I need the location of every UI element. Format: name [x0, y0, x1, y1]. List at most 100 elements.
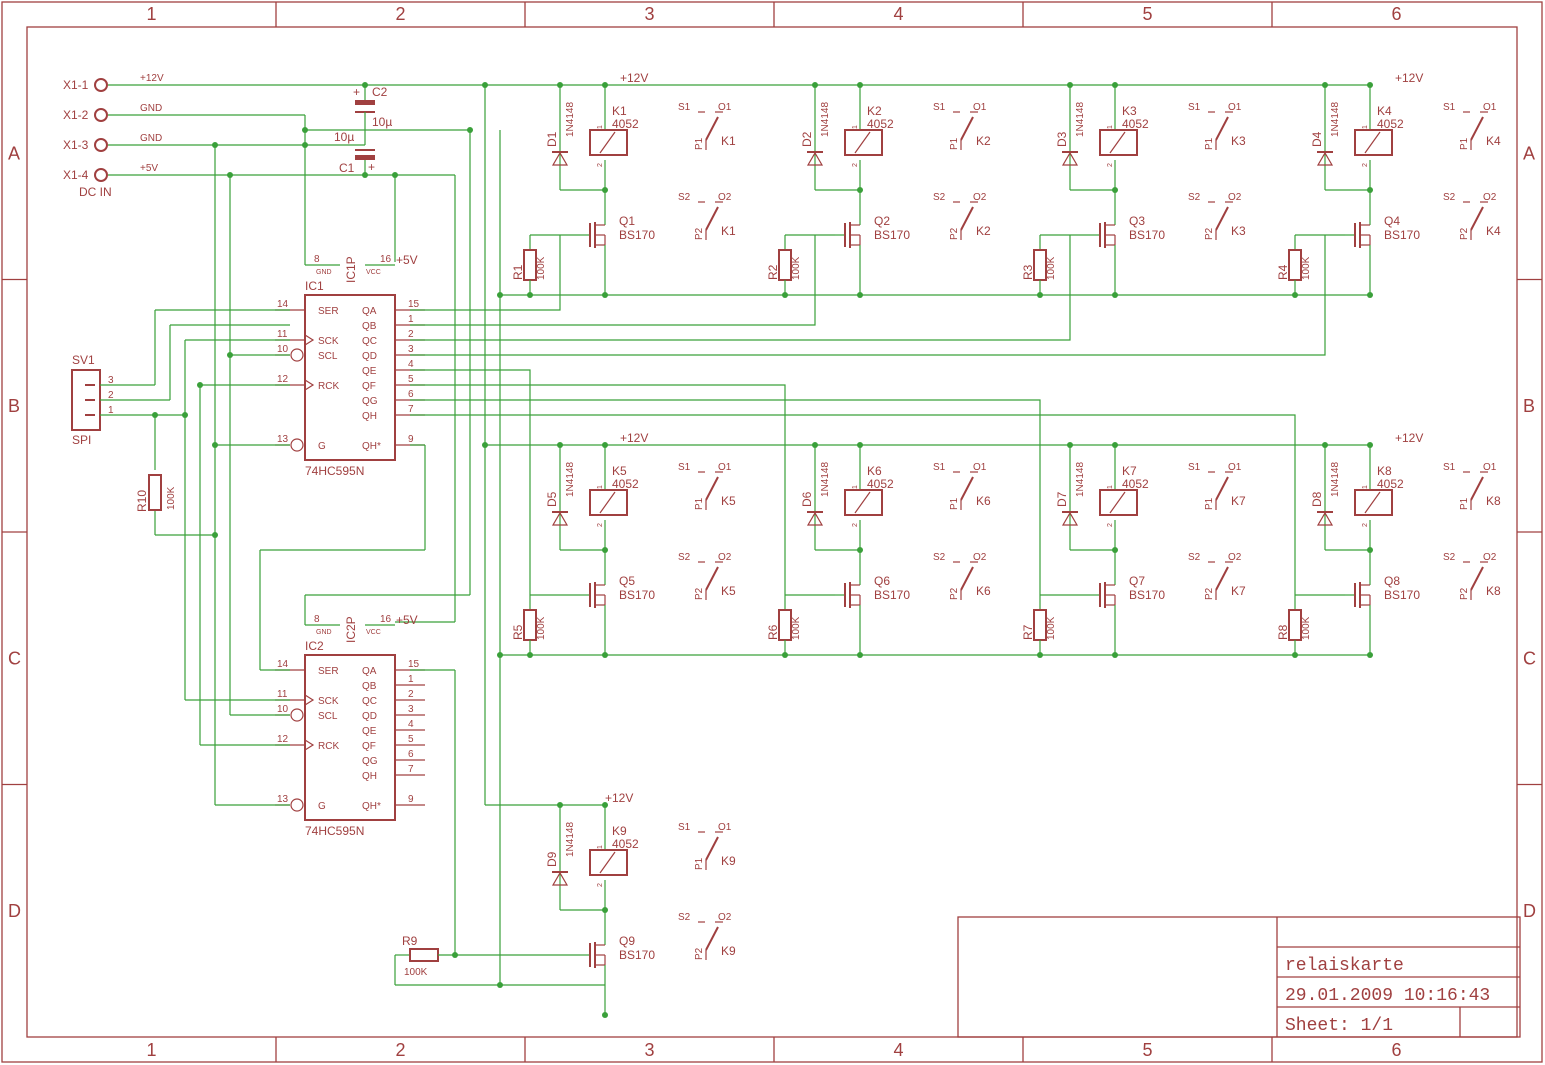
sr-pin-label: G: [318, 441, 326, 452]
contact-relay-label: K7: [1231, 584, 1246, 598]
contact-s-label: S1: [1188, 462, 1201, 473]
contact-relay-label: K1: [721, 134, 736, 148]
frame-column-label: 4: [894, 1040, 904, 1060]
contact-s-label: S1: [678, 822, 691, 833]
contact-relay-label: K8: [1486, 584, 1501, 598]
supply-label: +12V: [620, 431, 648, 445]
mosfet-type: BS170: [1384, 228, 1420, 242]
contact-relay-label: K4: [1486, 134, 1501, 148]
diode-type: 1N4148: [1075, 102, 1086, 137]
contact-s-label: S2: [678, 552, 691, 563]
resistor-value: 100K: [536, 616, 547, 640]
output-wiring: [410, 235, 1326, 595]
contact-o-label: O2: [973, 192, 987, 203]
contact-o-label: O1: [718, 462, 732, 473]
sr-pin-number: 4: [408, 359, 414, 370]
supply-label: +12V: [1395, 71, 1423, 85]
x1-pad: [94, 168, 108, 182]
sr-name: IC1: [305, 279, 324, 293]
sr-pin-label: QA: [362, 306, 377, 317]
contact-p-label: P1: [1204, 137, 1215, 150]
contact-p-label: P2: [694, 947, 705, 960]
resistor-r2: [778, 249, 792, 281]
resistor-value: 100K: [1046, 616, 1057, 640]
ic2p-name: IC2P: [344, 616, 358, 643]
sv1-name: SV1: [72, 353, 95, 367]
contact-p-label: P1: [694, 857, 705, 870]
x1-net-label: GND: [140, 133, 162, 144]
frame-column-label: 2: [396, 4, 406, 24]
relay-type: 4052: [1377, 117, 1404, 131]
relay-coil-k3: [1099, 129, 1138, 156]
coil-pin: 1: [852, 485, 859, 489]
diode-name: D9: [545, 851, 559, 867]
relay-name: K1: [612, 104, 627, 118]
x1-net-label: GND: [140, 103, 162, 114]
sr-pin-label: QH: [362, 771, 377, 782]
sr-pin-label: QF: [362, 741, 376, 752]
svg-text:VCC: VCC: [366, 629, 381, 636]
relay-type: 4052: [612, 477, 639, 491]
sr-type: 74HC595N: [305, 824, 364, 838]
svg-text:16: 16: [380, 614, 392, 625]
contact-o-label: O2: [718, 912, 732, 923]
contact-p-label: P1: [1459, 137, 1470, 150]
sr-pin-number: 9: [408, 794, 414, 805]
frame-row-label: D: [8, 901, 21, 921]
contact-relay-label: K2: [976, 224, 991, 238]
relay-name: K8: [1377, 464, 1392, 478]
contact-p-label: P2: [949, 227, 960, 240]
diode-type: 1N4148: [1330, 462, 1341, 497]
mosfet-name: Q6: [874, 574, 890, 588]
relay-coil-k9: [589, 849, 628, 876]
sr-pin-label: QH*: [362, 801, 381, 812]
sr-pin-number: 1: [408, 314, 414, 325]
contact-p-label: P2: [1204, 587, 1215, 600]
relay-type: 4052: [867, 117, 894, 131]
sr-pin-number: 3: [408, 344, 414, 355]
contact-s-label: S2: [933, 552, 946, 563]
frame-column-label: 2: [396, 1040, 406, 1060]
svg-text:GND: GND: [316, 269, 332, 276]
ic2-power: 8 GND 16 VCC +5V IC2P: [305, 613, 418, 643]
sr-pin-label: QB: [362, 321, 377, 332]
relay-name: K2: [867, 104, 882, 118]
diode-name: D4: [1310, 131, 1324, 147]
ic1p-name: IC1P: [344, 256, 358, 283]
coil-pin: 1: [1362, 125, 1369, 129]
shift-register-ic1: IC174HC595N14SER11SCK10SCL12RCK13G15QA1Q…: [275, 279, 425, 478]
resistor-r10: R10 100K: [135, 474, 177, 512]
sr-pin-number: 6: [408, 389, 414, 400]
contact-p-label: P1: [694, 137, 705, 150]
sr-pin-number: 5: [408, 734, 414, 745]
contact-s-label: S2: [678, 192, 691, 203]
mosfet-type: BS170: [619, 948, 655, 962]
x1-pin-label: X1-1: [63, 78, 89, 92]
mosfet-name: Q8: [1384, 574, 1400, 588]
c2-value: 10µ: [372, 115, 392, 129]
contact-p-label: P2: [694, 587, 705, 600]
contact-relay-label: K6: [976, 494, 991, 508]
coil-pin: 2: [1362, 523, 1369, 527]
frame-column-label: 5: [1143, 4, 1153, 24]
diode-name: D6: [800, 491, 814, 507]
contact-relay-label: K5: [721, 494, 736, 508]
coil-pin: 2: [852, 163, 859, 167]
contact-s-label: S1: [933, 102, 946, 113]
diode-name: D7: [1055, 491, 1069, 507]
relay-coil-k8: [1354, 489, 1393, 516]
mosfet-type: BS170: [619, 588, 655, 602]
resistor-r7: [1033, 609, 1047, 641]
relay-coil-k1: [589, 129, 628, 156]
relay-type: 4052: [867, 477, 894, 491]
diode-type: 1N4148: [1075, 462, 1086, 497]
coil-pin: 1: [852, 125, 859, 129]
sr-name: IC2: [305, 639, 324, 653]
